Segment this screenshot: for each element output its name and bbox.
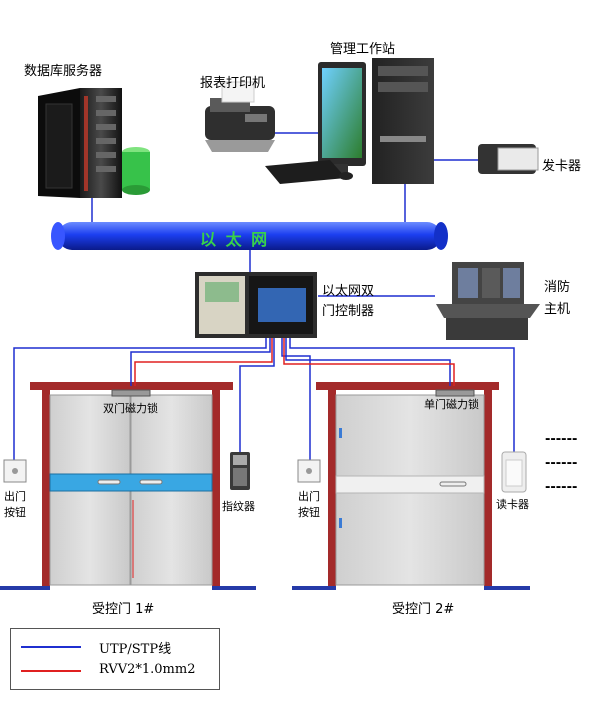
fire-host-label-1: 消防 <box>544 280 571 295</box>
door-2-panel <box>335 389 485 586</box>
fire-host <box>436 262 540 340</box>
fire-host-label-2: 主机 <box>544 302 571 317</box>
exit-button-2 <box>297 459 321 483</box>
legend-line-utp <box>21 646 81 648</box>
exit-button-1 <box>3 459 27 483</box>
door-wiring-blue <box>13 338 515 460</box>
workstation-label: 管理工作站 <box>330 42 396 57</box>
door-1-panels <box>49 389 213 586</box>
exit-button-1-label-a: 出门 <box>4 490 26 503</box>
floors <box>0 586 530 590</box>
controller-label-1: 以太网双 <box>322 284 375 299</box>
legend-item-rvv: RVV2*1.0mm2 <box>17 661 213 681</box>
ellipsis-3: ------ <box>545 480 578 495</box>
fingerprint-reader <box>230 452 250 490</box>
card-issuer <box>478 144 539 174</box>
card-reader-label: 读卡器 <box>496 498 529 511</box>
exit-button-2-label-b: 按钮 <box>298 506 320 519</box>
legend-line-rvv <box>21 670 81 672</box>
legend-label-rvv: RVV2*1.0mm2 <box>99 662 196 677</box>
door-1-label: 受控门 1# <box>92 602 155 617</box>
db-server-label: 数据库服务器 <box>24 64 103 79</box>
network-wires <box>91 132 478 297</box>
controller-label-2: 门控制器 <box>322 304 375 319</box>
management-workstation <box>265 58 434 184</box>
single-lock-label: 单门磁力锁 <box>424 398 479 411</box>
door-controller <box>195 272 317 338</box>
door-wiring-red <box>132 338 455 578</box>
legend-item-utp: UTP/STP线 <box>17 637 213 657</box>
ellipsis-1: ------ <box>545 432 578 447</box>
database-server <box>38 88 150 198</box>
double-lock-label: 双门磁力锁 <box>103 402 158 415</box>
ethernet-bus <box>51 222 448 250</box>
ellipsis-2: ------ <box>545 456 578 471</box>
door-2-label: 受控门 2# <box>392 602 455 617</box>
exit-button-2-label-a: 出门 <box>298 490 320 503</box>
card-issuer-label: 发卡器 <box>542 159 582 174</box>
exit-button-1-label-b: 按钮 <box>4 506 26 519</box>
printer-label: 报表打印机 <box>200 76 266 91</box>
fingerprint-label: 指纹器 <box>222 500 255 513</box>
card-reader <box>501 451 527 493</box>
legend: UTP/STP线 RVV2*1.0mm2 <box>10 628 220 690</box>
report-printer <box>205 81 275 152</box>
ethernet-label: 以 太 网 <box>200 230 270 249</box>
legend-label-utp: UTP/STP线 <box>99 642 172 657</box>
